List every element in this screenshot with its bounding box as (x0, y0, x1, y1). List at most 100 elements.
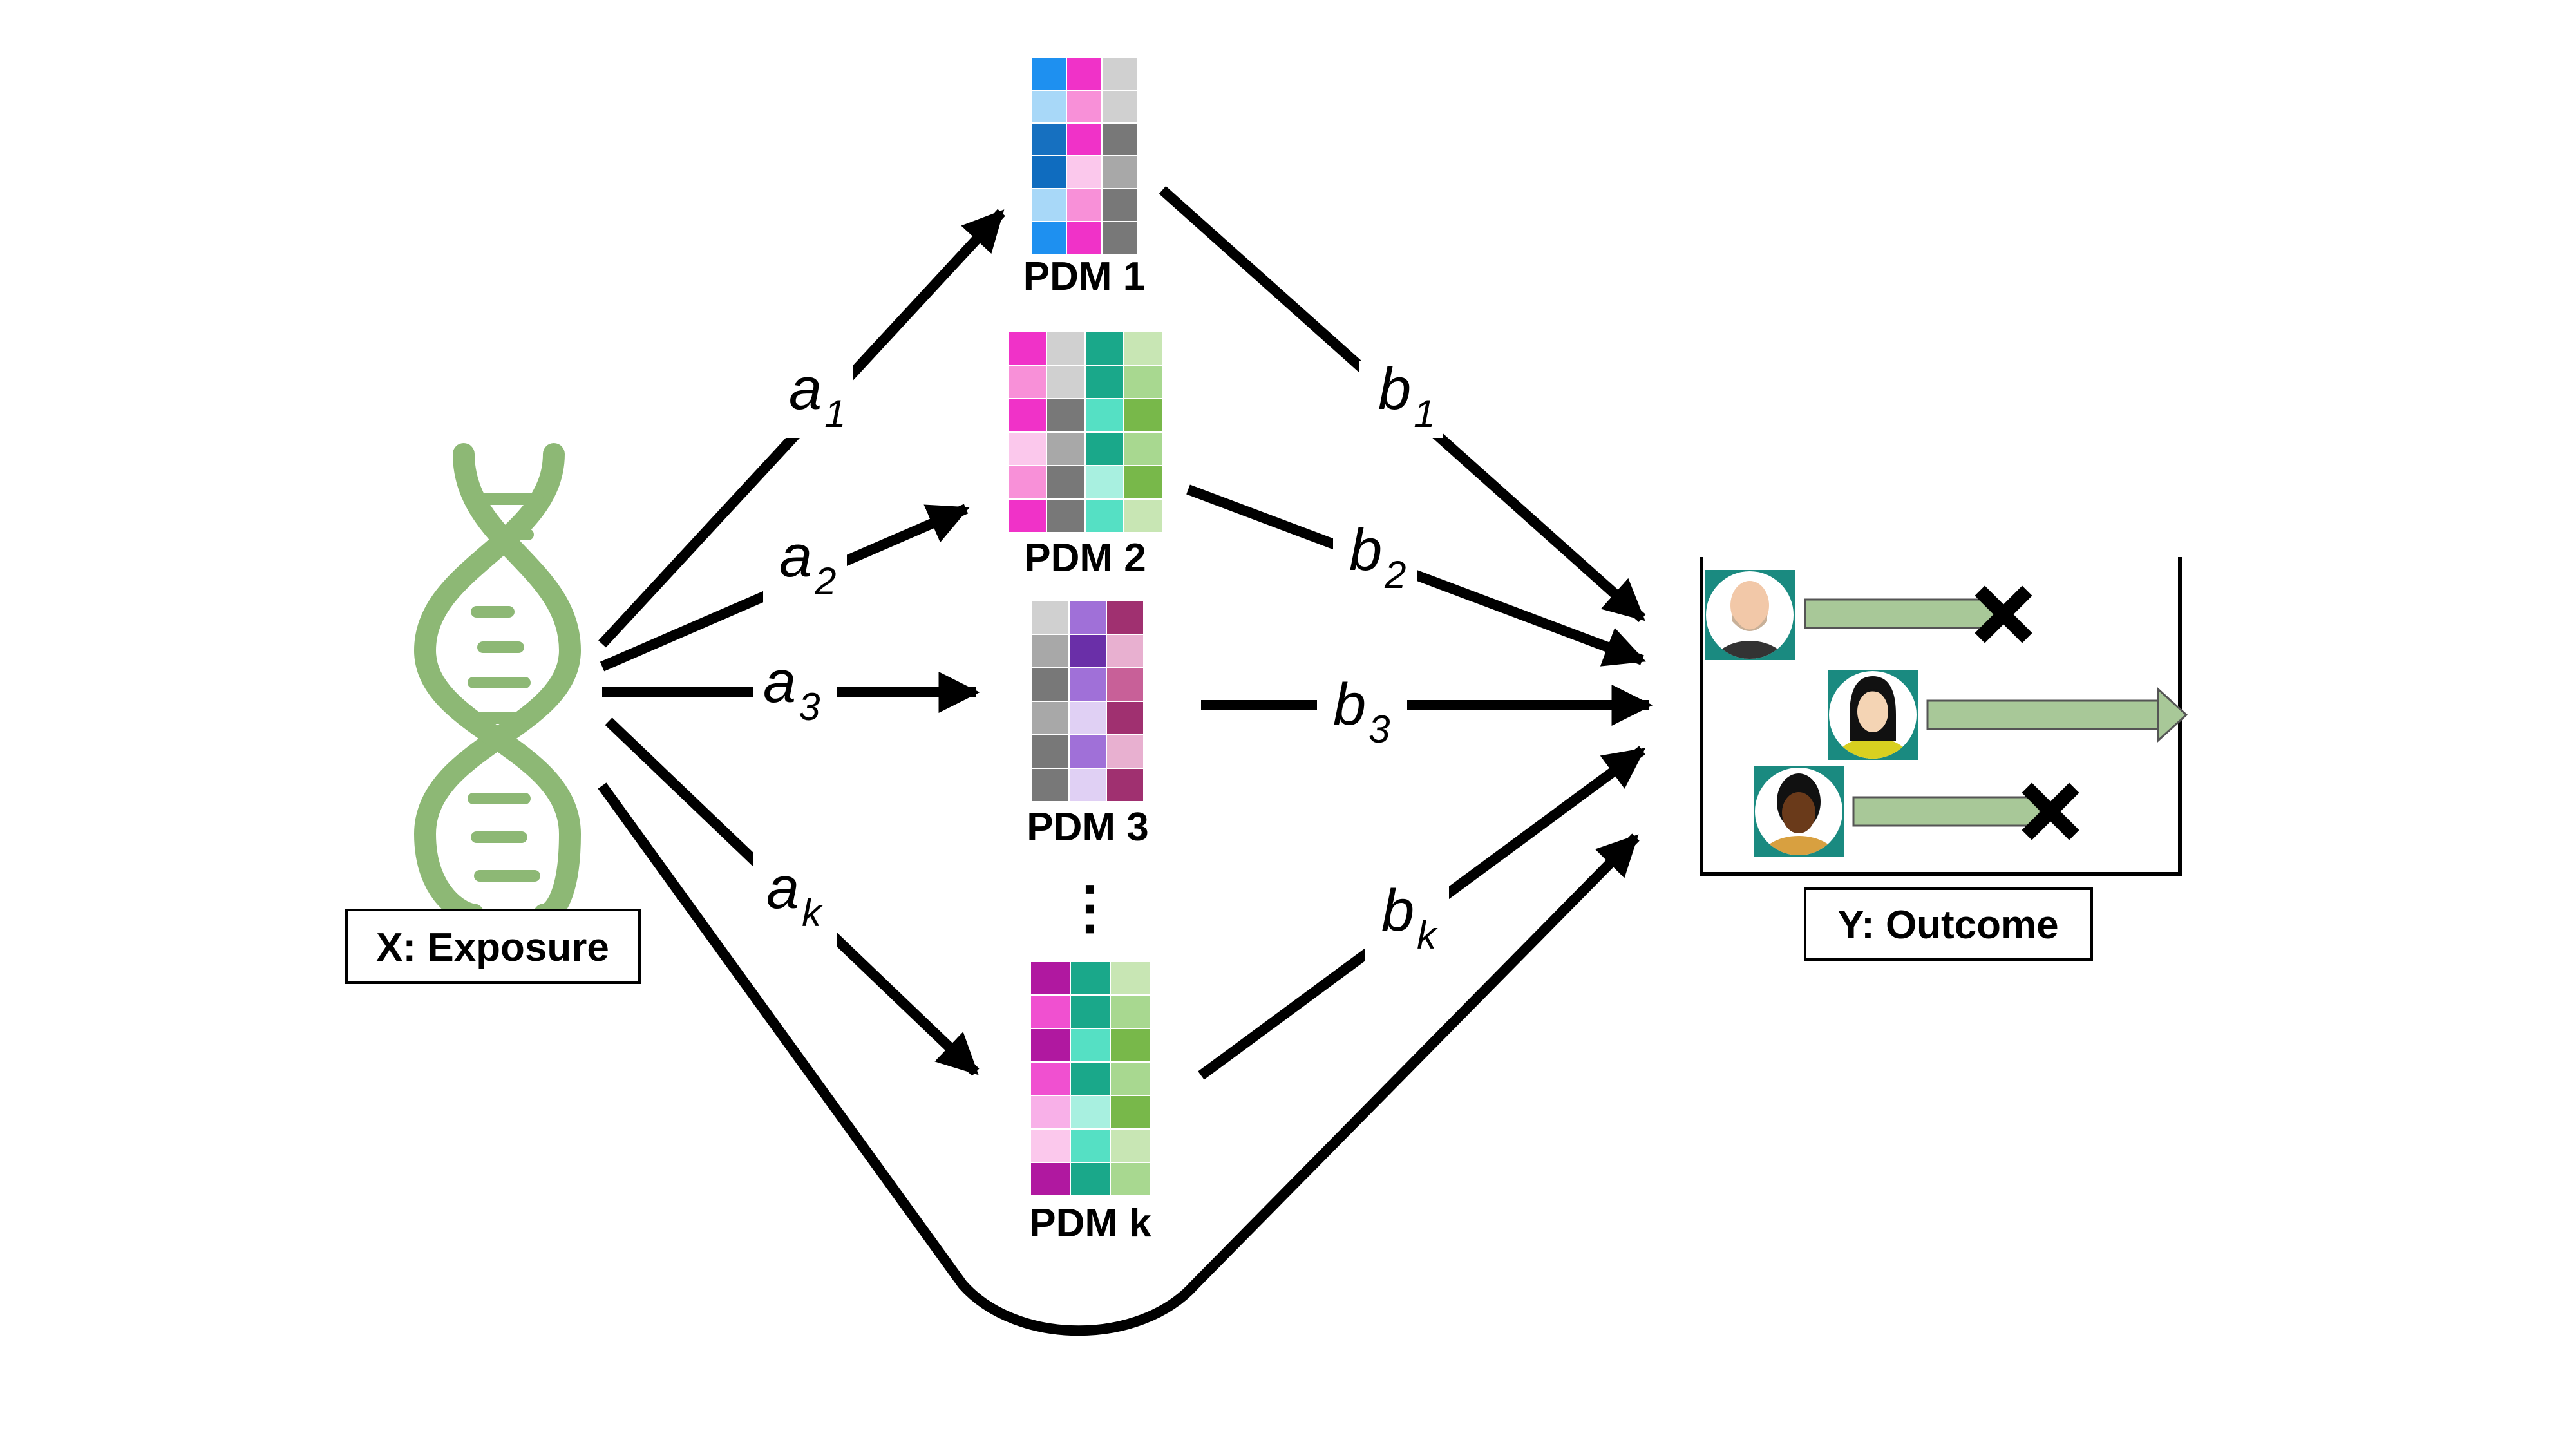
heatmap-cell (1007, 431, 1047, 466)
heatmap-cell (1110, 961, 1151, 996)
heatmap-cell (1123, 365, 1163, 399)
heatmap-cell (1068, 634, 1107, 668)
a3-label: a3 (763, 649, 820, 728)
heatmap-cell (1030, 188, 1067, 222)
heatmap-cell (1066, 57, 1103, 91)
heatmap-cell (1030, 221, 1067, 255)
heatmap-cell (1084, 398, 1124, 433)
outcome-label-box: Y: Outcome (1804, 887, 2093, 961)
mediator-ellipsis: ⋮ (1061, 876, 1119, 940)
heatmap-cell (1046, 498, 1086, 533)
heatmap-cell (1046, 331, 1086, 366)
survival-bar (1852, 796, 2041, 827)
heatmap-cell (1084, 431, 1124, 466)
heatmap-cell (1106, 768, 1144, 802)
dna-helix-icon (413, 443, 582, 925)
heatmap-cell (1070, 994, 1111, 1029)
heatmap-cell (1066, 188, 1103, 222)
b2-label: b2 (1349, 517, 1406, 596)
heatmap-cell (1106, 734, 1144, 769)
heatmap-cell (1070, 961, 1111, 996)
heatmap-cell (1030, 57, 1067, 91)
patient-1 (1705, 570, 2032, 660)
heatmap-cell (1101, 155, 1138, 189)
heatmap-cell (1030, 994, 1071, 1029)
exposure-label-box: X: Exposure (345, 909, 641, 984)
bk-label: bk (1381, 878, 1438, 957)
heatmap-cell (1101, 90, 1138, 124)
heatmap-cell (1066, 221, 1103, 255)
heatmap-cell (1030, 1095, 1071, 1130)
heatmap-cell (1007, 398, 1047, 433)
heatmap-cell (1007, 331, 1047, 366)
heatmap-cell (1031, 768, 1070, 802)
heatmap-cell (1066, 155, 1103, 189)
arrow-direct-x-to-y (598, 782, 1640, 1336)
b1-label: b1 (1378, 356, 1435, 435)
mediator-heatmap-2: PDM 2 (1007, 331, 1163, 580)
heatmap-cell (1007, 365, 1047, 399)
heatmap-cell (1106, 667, 1144, 702)
mediator-label: PDM 3 (1027, 805, 1148, 849)
heatmap-cell (1123, 398, 1163, 433)
heatmap-cell (1068, 667, 1107, 702)
heatmap-cell (1046, 398, 1086, 433)
heatmap-cell (1068, 701, 1107, 735)
heatmap-cell (1030, 155, 1067, 189)
heatmap-cell (1070, 1162, 1111, 1197)
heatmap-cell (1110, 1128, 1151, 1163)
patient-3 (1754, 766, 2079, 857)
heatmap-cell (1031, 734, 1070, 769)
a2-label: a2 (779, 524, 837, 603)
heatmap-cell (1030, 90, 1067, 124)
heatmap-cell (1106, 701, 1144, 735)
heatmap-cell (1070, 1128, 1111, 1163)
heatmap-cell (1123, 331, 1163, 366)
heatmap-cell (1031, 600, 1070, 635)
heatmap-cell (1066, 90, 1103, 124)
heatmap-cell (1101, 57, 1138, 91)
heatmap-cell (1031, 667, 1070, 702)
heatmap-cell (1007, 498, 1047, 533)
right-arrow-icon (2157, 687, 2188, 743)
heatmap-cell (1030, 1128, 1071, 1163)
heatmap-cell (1110, 994, 1151, 1029)
heatmap-cell (1123, 465, 1163, 500)
heatmap-cell (1110, 1162, 1151, 1197)
outcome-label: Y: Outcome (1837, 903, 2058, 947)
heatmap-cell (1084, 465, 1124, 500)
exposure-label: X: Exposure (376, 925, 609, 970)
heatmap-cell (1123, 498, 1163, 533)
heatmap-cell (1101, 122, 1138, 156)
heatmap-cell (1066, 122, 1103, 156)
heatmap-cell (1101, 221, 1138, 255)
heatmap-cell (1084, 498, 1124, 533)
heatmap-cell (1110, 1095, 1151, 1130)
mediator-label: PDM k (1029, 1201, 1151, 1245)
patient-2 (1828, 670, 2188, 760)
heatmap-cell (1031, 634, 1070, 668)
mediator-heatmap-3: PDM 3 (1027, 600, 1149, 849)
heatmap-cell (1123, 431, 1163, 466)
heatmap-cell (1031, 701, 1070, 735)
heatmap-cell (1110, 1061, 1151, 1096)
x-mark-icon (1975, 585, 2032, 643)
survival-bar (1804, 598, 1996, 629)
heatmap-cell (1046, 465, 1086, 500)
heatmap-cell (1084, 365, 1124, 399)
ak-label: ak (766, 855, 823, 934)
x-mark-icon (2022, 782, 2079, 840)
a1-label: a1 (789, 356, 846, 435)
heatmap-cell (1110, 1028, 1151, 1063)
heatmap-cell (1030, 1028, 1071, 1063)
heatmap-cell (1030, 1162, 1071, 1197)
heatmap-cell (1068, 768, 1107, 802)
mediator-heatmap-1: PDM 1 (1023, 57, 1145, 299)
outcome-panel (1700, 557, 2188, 876)
heatmap-cell (1030, 1061, 1071, 1096)
heatmap-cell (1046, 431, 1086, 466)
heatmap-cell (1106, 634, 1144, 668)
heatmap-cell (1070, 1028, 1111, 1063)
heatmap-cell (1068, 734, 1107, 769)
